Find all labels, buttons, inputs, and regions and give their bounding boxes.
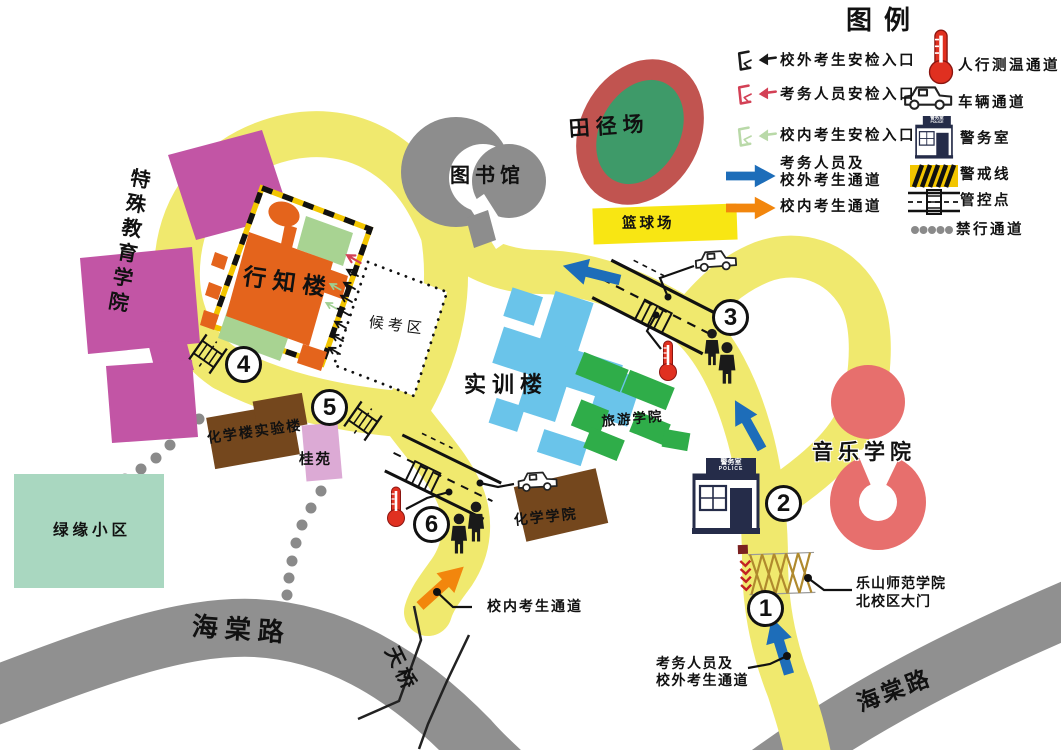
staff-route-arrow-legend-icon <box>726 164 776 188</box>
legend-label-staff-route-line1: 考务人员及 <box>780 156 865 172</box>
legend-label-staff-entrance: 考务人员安检入口 <box>780 87 916 103</box>
lvyuan-community-label: 绿缘小区 <box>53 522 132 539</box>
legend-label-internal-entrance: 校内考生安检入口 <box>780 128 916 144</box>
internal-channel-callout-label: 校内考生通道 <box>487 598 583 614</box>
staff-channel-callout-line2: 校外考生通道 <box>656 672 749 688</box>
legend-label-internal-route: 校内考生通道 <box>780 199 882 215</box>
legend-label-staff-route-line2: 校外考生通道 <box>780 173 882 189</box>
callout-lines <box>405 264 852 670</box>
legend-label-vehicle-channel: 车辆通道 <box>958 95 1026 111</box>
no-entry-legend-icon <box>911 226 953 234</box>
haitang-road-east <box>751 581 1061 750</box>
checkpoint-3-badge: 3 <box>712 299 749 336</box>
footbridge-shape <box>357 605 471 750</box>
gate-callout-line2: 北校区大门 <box>856 593 931 609</box>
thermometer-icon-6 <box>386 486 406 528</box>
staff-entrance-icon <box>737 84 777 105</box>
legend-label-temperature-channel: 人行测温通道 <box>958 58 1060 74</box>
training-building-label: 实训楼 <box>464 372 549 397</box>
music-college-shape <box>830 365 926 550</box>
checkpoint-4-badge: 4 <box>225 346 262 383</box>
lvyuan-community-shape <box>14 474 164 588</box>
legend-label-no-entry: 禁行通道 <box>956 222 1024 238</box>
control-point-6 <box>384 432 502 521</box>
checkpoint-2-badge: 2 <box>765 485 802 522</box>
control-point-legend-icon <box>908 189 960 215</box>
music-college-label: 音乐学院 <box>812 441 916 464</box>
legend-label-police-room: 警务室 <box>960 131 1011 147</box>
thermometer-legend-icon <box>928 29 954 85</box>
legend-label-control-point: 管控点 <box>960 193 1011 209</box>
gate-callout-line1: 乐山师范学院 <box>856 575 946 591</box>
checkpoint-1-badge: 1 <box>747 590 784 627</box>
library-shape <box>401 117 546 249</box>
legend-title: 图例 <box>846 5 923 35</box>
legend-label-external-entrance: 校外考生安检入口 <box>780 53 916 69</box>
thermometer-icon-3 <box>658 340 678 382</box>
guiyuan-label: 桂苑 <box>299 452 332 468</box>
campus-gate-barrier <box>737 544 816 596</box>
haitang-road-west <box>0 598 521 750</box>
police-station-legend-sign: 警务室 <box>930 115 944 120</box>
police-station-legend-sign-en: POLICE <box>930 120 944 124</box>
tourism-college-shape <box>570 351 691 461</box>
staff-channel-callout-line1: 考务人员及 <box>656 655 734 671</box>
basketball-court-shape <box>592 203 738 245</box>
police-station-map-sign-en: POLICE <box>718 466 744 472</box>
track-field-shape <box>576 59 704 205</box>
internal-examinee-entrance-icon <box>737 126 777 147</box>
callout-dots <box>433 293 812 660</box>
control-point-3 <box>591 258 723 356</box>
basketball-court-label: 篮球场 <box>622 216 675 232</box>
library-label: 图书馆 <box>450 165 525 187</box>
no-entry-trail-south <box>281 485 327 601</box>
cordon-line-legend-icon <box>910 164 958 188</box>
guiyuan-shape <box>301 422 343 482</box>
police-station-map-sign: 警务室 <box>720 459 742 466</box>
checkpoint-6-badge: 6 <box>413 506 450 543</box>
external-examinee-entrance-icon <box>737 50 777 71</box>
xingzhi-building-block <box>200 184 374 371</box>
waiting-area-shape <box>332 260 449 398</box>
chemistry-lab-building-shape <box>206 392 308 470</box>
legend-label-cordon-line: 警戒线 <box>960 167 1011 183</box>
checkpoint-5-badge: 5 <box>311 389 348 426</box>
haitang-road-shapes <box>0 581 1061 750</box>
